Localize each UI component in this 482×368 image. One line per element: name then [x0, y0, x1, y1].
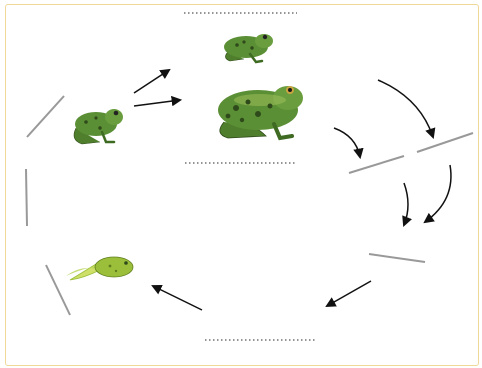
arrow-curve-inner-right	[402, 182, 412, 227]
small-frog-top	[224, 34, 273, 64]
arrow-curve-outer-top	[377, 79, 436, 139]
arrows	[133, 68, 452, 311]
blank-right-inner[interactable]	[348, 155, 405, 174]
arrow-young-to-small	[133, 68, 171, 94]
blank-left-lower[interactable]	[45, 264, 71, 316]
tadpole-body-icon	[94, 256, 134, 278]
blank-left-upper[interactable]	[26, 95, 65, 138]
frog-eye-icon	[113, 110, 119, 116]
large-frog	[218, 86, 303, 141]
arrow-to-tadpole	[151, 284, 203, 311]
diagram-frame	[5, 4, 479, 366]
solid-blanks	[25, 95, 474, 316]
arrow-curve-outer-right	[423, 164, 452, 224]
arrow-curve-inner-top	[333, 127, 364, 160]
blank-left-middle[interactable]	[25, 168, 28, 227]
frog-eye-icon	[262, 34, 268, 40]
blank-right-outer[interactable]	[416, 132, 474, 153]
arrow-young-to-large	[133, 95, 183, 107]
blank-right-lower[interactable]	[368, 253, 426, 263]
dotted-blanks	[184, 12, 317, 341]
arrow-down-left	[325, 280, 372, 308]
young-frog	[73, 109, 123, 145]
tadpole-eye-icon	[124, 261, 128, 265]
tadpole	[66, 256, 134, 281]
